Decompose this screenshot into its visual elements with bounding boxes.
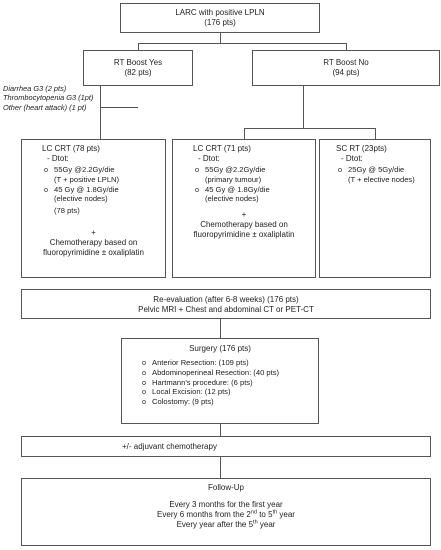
dose-item: 55Gy @2.2Gy/die (T + positive LPLN) [42, 165, 161, 185]
lc-crt-no-plus: + [241, 210, 247, 220]
surgery-item: Anterior Resection: (109 pts) [140, 358, 314, 368]
root-count: (176 pts) [204, 18, 236, 27]
boost-no-box: RT Boost No (94 pts) [252, 50, 440, 86]
connector-to-lc-crt-no [244, 128, 245, 139]
surgery-list: Anterior Resection: (109 pts) Abdominope… [140, 358, 314, 407]
followup-line2: Every 6 months from the 2nd to 5th year [157, 509, 295, 519]
root-box: LARC with positive LPLN (176 pts) [120, 3, 320, 33]
boost-no-title: RT Boost No [323, 58, 369, 67]
lc-crt-yes-box: LC CRT (78 pts) - Dtot: 55Gy @2.2Gy/die … [21, 139, 166, 278]
lc-crt-yes-chemo-line2: fluoropyrimidine ± oxaliplatin [43, 247, 144, 257]
connector-toxicity-branch [100, 107, 138, 108]
connector-to-boost-yes [138, 43, 139, 50]
dose-item: 45 Gy @ 1.8Gy/die (elective nodes) (78 p… [42, 185, 161, 216]
connector-surgery-to-adjuvant [220, 424, 221, 436]
dose-item: 45 Gy @ 1.8Gy/die (elective nodes) [193, 185, 311, 205]
surgery-box: Surgery (176 pts) Anterior Resection: (1… [121, 338, 319, 424]
surgery-item: Abdominoperineal Resection: (40 pts) [140, 368, 314, 378]
connector-reeval-to-surgery [220, 319, 221, 338]
surgery-item: Hartmann's procedure: (6 pts) [140, 378, 314, 388]
lc-crt-yes-plus: + [91, 227, 96, 237]
reevaluation-line2: Pelvic MRI + Chest and abdominal CT or P… [138, 305, 314, 314]
dose-item: 25Gy @ 5Gy/die (T + elective nodes) [336, 165, 426, 185]
connector-root-split [138, 43, 346, 44]
connector-adjuvant-to-followup [220, 457, 221, 478]
sc-rt-dtot: - Dtot: [341, 154, 363, 163]
lc-crt-yes-dtot: - Dtot: [47, 154, 69, 163]
toxicity-item: Thrombocytopenia G3 (1pt) [3, 93, 94, 103]
connector-to-boost-no [346, 43, 347, 50]
lc-crt-no-chemo-line1: Chemotherapy based on [200, 220, 288, 230]
lc-crt-no-title: LC CRT (71 pts) [193, 144, 251, 153]
sc-rt-title: SC RT (23pts) [336, 144, 387, 153]
boost-no-count: (94 pts) [332, 68, 360, 77]
sc-rt-dose-list: 25Gy @ 5Gy/die (T + elective nodes) [336, 165, 426, 185]
lc-crt-no-dtot: - Dtot: [198, 154, 220, 163]
surgery-item: Local Excision: (12 pts) [140, 387, 314, 397]
lc-crt-no-box: LC CRT (71 pts) - Dtot: 55Gy @2.2Gy/die … [172, 139, 316, 278]
lc-crt-yes-chemo-line1: Chemotherapy based on [49, 237, 138, 247]
surgery-item: Colostomy: (9 pts) [140, 397, 314, 407]
lc-crt-no-chemo-line2: fluoropyrimidine ± oxaliplatin [193, 230, 295, 240]
toxicity-item: Other (heart attack) (1 pt) [3, 102, 87, 112]
connector-boost-yes-down [100, 86, 101, 139]
followup-box: Follow-Up Every 3 months for the first y… [21, 478, 431, 546]
connector-root-down [220, 33, 221, 43]
surgery-title: Surgery (176 pts) [189, 344, 251, 353]
toxicity-item: Diarrhea G3 (2 pts) [3, 84, 67, 93]
lc-crt-yes-title: LC CRT (78 pts) [42, 144, 100, 153]
followup-title: Follow-Up [207, 483, 244, 492]
lc-crt-no-dose-list: 55Gy @2.2Gy/die (primary tumour) 45 Gy @… [193, 165, 311, 204]
reevaluation-box: Re-evaluation (after 6-8 weeks) (176 pts… [21, 289, 431, 319]
followup-line3: Every year after the 5th year [176, 519, 276, 529]
adjuvant-label: +/- adjuvant chemotherapy [122, 442, 217, 451]
boost-yes-count: (82 pts) [124, 68, 152, 77]
dose-item: 55Gy @2.2Gy/die (primary tumour) [193, 165, 311, 185]
lc-crt-yes-dose-list: 55Gy @2.2Gy/die (T + positive LPLN) 45 G… [42, 165, 161, 216]
reevaluation-line1: Re-evaluation (after 6-8 weeks) (176 pts… [153, 295, 299, 304]
toxicity-list: Diarrhea G3 (2 pts) Thrombocytopenia G3 … [3, 84, 143, 112]
root-title: LARC with positive LPLN [175, 8, 265, 17]
connector-boost-no-down [303, 86, 304, 128]
boost-yes-box: RT Boost Yes (82 pts) [83, 50, 193, 86]
connector-to-sc-rt [375, 128, 376, 139]
sc-rt-box: SC RT (23pts) - Dtot: 25Gy @ 5Gy/die (T … [319, 139, 431, 278]
connector-boost-no-split [244, 128, 375, 129]
boost-yes-title: RT Boost Yes [113, 58, 163, 67]
adjuvant-box: +/- adjuvant chemotherapy [21, 436, 431, 457]
followup-line1: Every 3 months for the first year [169, 500, 283, 509]
